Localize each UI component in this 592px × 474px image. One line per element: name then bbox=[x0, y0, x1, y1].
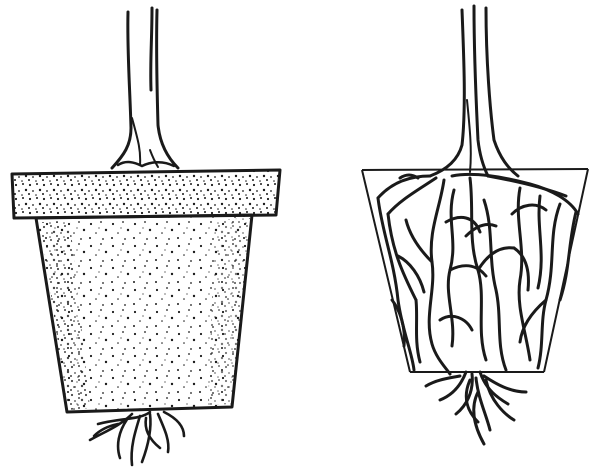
stem-icon bbox=[112, 8, 178, 168]
root-tips-icon bbox=[90, 412, 184, 465]
root-ball-icon bbox=[378, 174, 578, 444]
pot-outline-icon bbox=[362, 169, 588, 372]
stem-icon bbox=[430, 6, 518, 176]
potted-plant bbox=[12, 8, 280, 465]
clay-pot-icon bbox=[12, 170, 280, 412]
root-ball bbox=[362, 6, 588, 444]
